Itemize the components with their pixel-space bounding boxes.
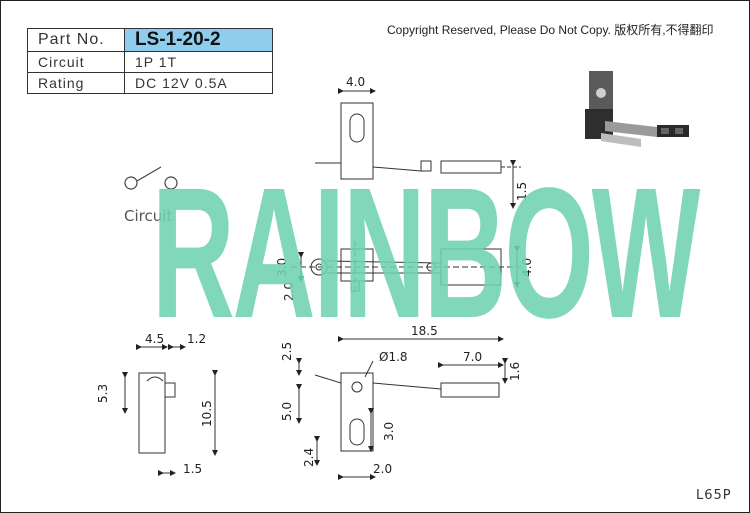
spec-row-part-no: Part No. LS-1-20-2	[27, 28, 273, 52]
spec-row-rating: Rating DC 12V 0.5A	[27, 72, 273, 94]
middle-view	[291, 241, 521, 292]
dim-total-length: 18.5	[411, 324, 438, 338]
dim-bottom-width: 2.0	[373, 462, 392, 476]
dim-terminal-height: 1.6	[508, 362, 522, 381]
circuit-label: Circuit	[27, 51, 125, 73]
dim-slot-length: 3.0	[382, 422, 396, 441]
product-render	[585, 71, 689, 147]
dim-top-width: 4.0	[346, 75, 365, 89]
dim-side-width: 4.5	[145, 332, 164, 346]
dim-body-offset: 5.0	[280, 402, 294, 421]
dim-mid-offset: 2.0	[282, 282, 296, 301]
circuit-symbol: Circuit	[124, 166, 178, 225]
spec-row-circuit: Circuit 1P 1T	[27, 51, 273, 73]
dim-mid-height-right: 4.0	[520, 258, 534, 277]
part-no-label: Part No.	[27, 28, 125, 52]
circuit-symbol-label: Circuit	[124, 207, 172, 225]
dim-side-height-small: 5.3	[96, 384, 110, 403]
top-view	[315, 88, 521, 209]
dim-bottom-offset: 2.4	[302, 448, 316, 467]
spec-table: Part No. LS-1-20-2 Circuit 1P 1T Rating …	[27, 28, 273, 94]
dim-side-gap: 1.2	[187, 332, 206, 346]
rating-value: DC 12V 0.5A	[124, 72, 273, 94]
dim-mid-height-left: 3.0	[275, 258, 289, 277]
drawing-code: L65P	[696, 488, 732, 503]
bottom-view	[296, 336, 508, 480]
side-view	[122, 344, 218, 476]
dim-hole-dia: Ø1.8	[379, 350, 408, 364]
copyright-notice: Copyright Reserved, Please Do Not Copy. …	[387, 23, 714, 37]
dim-side-height: 10.5	[200, 400, 214, 427]
rating-label: Rating	[27, 72, 125, 94]
dim-gap-top: 2.5	[280, 342, 294, 361]
part-no-value: LS-1-20-2	[124, 28, 273, 52]
dim-side-base: 1.5	[183, 462, 202, 476]
dim-top-height: 1.5	[515, 182, 529, 201]
dim-terminal-length: 7.0	[463, 350, 482, 364]
